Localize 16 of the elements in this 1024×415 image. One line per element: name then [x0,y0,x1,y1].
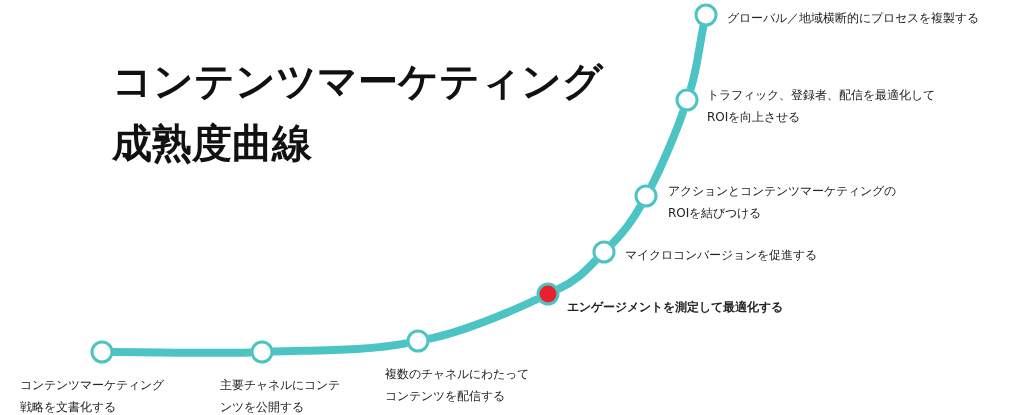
curve-segment [427,295,540,343]
milestone-label: マイクロコンバージョンを促進する [625,247,818,264]
milestone-label: トラフィック、登録者、配信を最適化してROIを向上させる [707,87,936,126]
curve-segment [113,348,252,357]
curve-segment [556,256,600,293]
milestone-label: コンテンツマーケティング戦略を文書化する [20,377,165,415]
milestone-label: アクションとコンテンツマーケティングのROIを結びつける [668,183,897,222]
milestone-label: グローバル／地域横断的にプロセスを複製する [727,10,980,27]
milestone-label: エンゲージメントを測定して最適化する [567,299,784,316]
curve-segment [686,24,708,91]
milestone-label: 主要チャネルにコンテンツを公開する [220,377,341,415]
curve-segment [647,109,688,189]
diagram-title: コンテンツマーケティング成熟度曲線 [112,57,605,168]
curve-segment [608,203,645,248]
curve-segment [272,339,408,356]
milestone-label: 複数のチャネルにわたってコンテンツを配信する [385,366,530,405]
